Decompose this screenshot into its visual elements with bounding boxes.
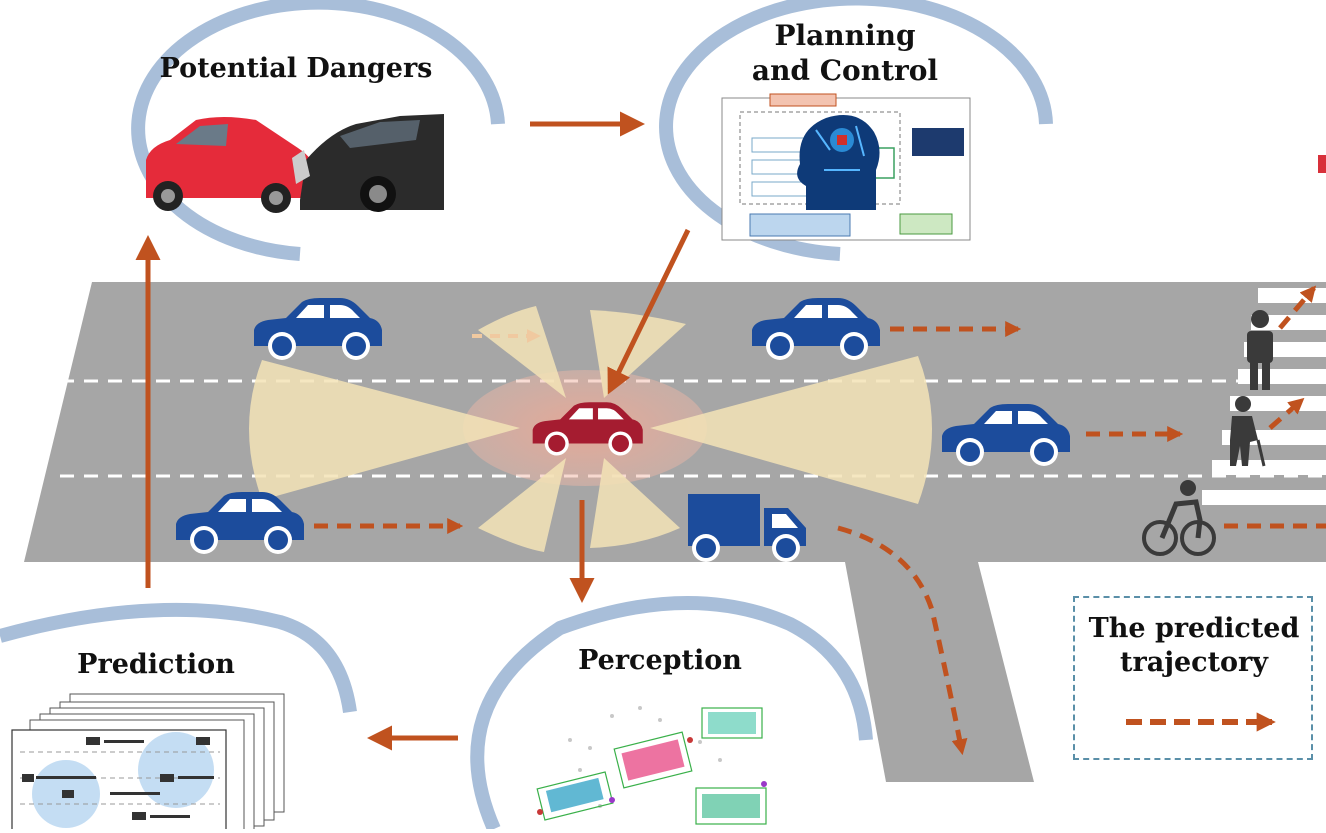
label-planning-and-control: Planning and Control [730,18,960,88]
label-prediction: Prediction [77,649,235,680]
rear-radar-cone [249,360,520,500]
elderly-pedestrian-icon [1230,396,1266,467]
pipeline-arrows [135,111,691,751]
cyclist-icon [1142,480,1216,556]
legend-box [1073,596,1313,760]
label-planning-line1: Planning [774,19,916,52]
bubble-ring [470,596,873,832]
label-potential-dangers: Potential Dangers [159,53,433,84]
ai-head-icon [797,115,880,210]
legend-title: The predicted trajectory [1078,612,1310,680]
bubble-planning-control [659,0,1053,261]
arrow-planning-to-ego [607,228,691,395]
edge-marker [1318,155,1326,173]
bubble-ring [659,0,1053,261]
prediction-stack-image [11,693,285,833]
pedestrian-icon [1247,310,1273,390]
bubble-ring [131,0,505,261]
bubble-potential-dangers [131,0,505,261]
side-cone-ul [478,306,566,398]
legend-line1: The predicted [1088,613,1300,644]
side-cone-ll [478,458,566,552]
front-radar-cone [650,356,932,504]
side-cone-lr [590,458,680,548]
bubble-prediction [0,602,357,833]
label-perception: Perception [578,645,742,676]
vehicle-trajectories [314,285,1326,756]
bubble-perception [470,596,873,832]
legend-line2: trajectory [1120,646,1268,678]
crash-image [146,114,444,213]
label-planning-line2: and Control [751,54,939,87]
bubble-ring [0,602,357,714]
point-cloud-image [536,706,767,825]
